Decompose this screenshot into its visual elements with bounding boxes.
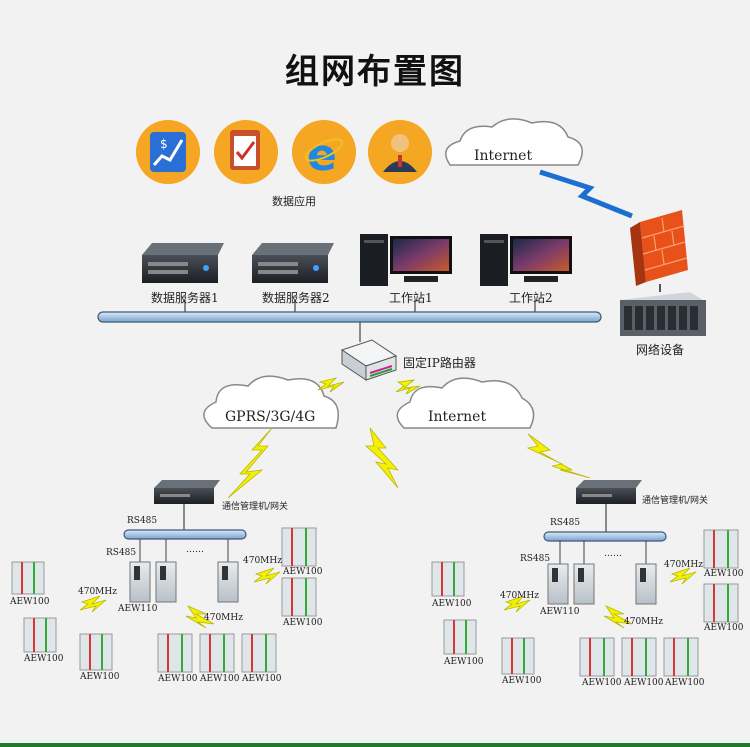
- server1-icon: [142, 243, 224, 283]
- router-icon: [340, 339, 398, 381]
- left-470mhz-right: 470MHz: [243, 556, 282, 566]
- workstation2-icon: [480, 234, 572, 286]
- right-gateway-label: 通信管理机/网关: [642, 496, 709, 506]
- right-aew110-label: AEW110: [540, 607, 580, 617]
- person-icon: [368, 120, 432, 184]
- server2-label: 数据服务器2: [262, 291, 330, 305]
- internet-cloud-mid: [396, 377, 535, 429]
- checklist-icon: [214, 120, 278, 184]
- left-aew110-label: AEW110: [118, 604, 158, 614]
- right-aew100-label-3: AEW100: [502, 676, 542, 686]
- right-aew100-label-7: AEW100: [704, 569, 744, 579]
- left-470mhz-left: 470MHz: [78, 587, 117, 597]
- right-aew100-label-6: AEW100: [665, 678, 705, 688]
- left-aew110-devices: [129, 561, 239, 603]
- right-bus-drops: [559, 541, 647, 564]
- left-bus-drops: [139, 539, 229, 562]
- workstation1-icon: [360, 234, 452, 286]
- right-470mhz-right: 470MHz: [664, 560, 703, 570]
- lightning-bolts: [79, 377, 697, 629]
- workstation1-label: 工作站1: [389, 291, 433, 305]
- server2-icon: [252, 243, 334, 283]
- left-bus: [123, 529, 247, 540]
- left-aew100-label-5: AEW100: [200, 674, 240, 684]
- left-aew100-label-1: AEW100: [10, 597, 50, 607]
- network-device-icon: [620, 292, 706, 336]
- internet-cloud-top: [445, 118, 583, 166]
- right-aew110-devices: [547, 563, 657, 605]
- left-gateway-label: 通信管理机/网关: [222, 502, 289, 512]
- bus-drops: [184, 300, 536, 342]
- left-aew100-label-8: AEW100: [283, 618, 323, 628]
- server1-label: 数据服务器1: [151, 291, 219, 305]
- right-470mhz-left: 470MHz: [500, 591, 539, 601]
- right-470mhz-mid: 470MHz: [624, 617, 663, 627]
- svg-text:$: $: [160, 137, 168, 151]
- main-bus: [97, 311, 602, 323]
- left-aew100-label-2: AEW100: [24, 654, 64, 664]
- right-aew100-label-4: AEW100: [582, 678, 622, 688]
- link-lightning-top: [539, 169, 633, 219]
- left-gateway-icon: [154, 480, 220, 504]
- right-dots: ……: [604, 549, 622, 559]
- left-aew100-label-3: AEW100: [80, 672, 120, 682]
- right-aew100-label-2: AEW100: [444, 657, 484, 667]
- internet-cloud-top-label: Internet: [474, 148, 533, 164]
- network-device-label: 网络设备: [636, 343, 685, 357]
- gprs-cloud-label: GPRS/3G/4G: [225, 409, 316, 425]
- right-aew100-label-5: AEW100: [624, 678, 664, 688]
- left-rs485-top: RS485: [127, 516, 158, 526]
- left-470mhz-mid: 470MHz: [204, 613, 243, 623]
- bottom-accent-bar: [0, 743, 750, 747]
- right-rs485-left: RS485: [520, 554, 551, 564]
- workstation2-label: 工作站2: [509, 291, 553, 305]
- firewall-icon: [630, 210, 688, 286]
- left-aew100-label-7: AEW100: [283, 567, 323, 577]
- internet-cloud-mid-label: Internet: [428, 409, 487, 425]
- right-aew100-label-8: AEW100: [704, 623, 744, 633]
- gprs-cloud: [203, 375, 339, 429]
- left-rs485-left: RS485: [106, 548, 137, 558]
- left-aew100-label-4: AEW100: [158, 674, 198, 684]
- right-gateway-icon: [576, 480, 642, 504]
- stock-chart-icon: $: [136, 120, 200, 184]
- page-title: 组网布置图: [285, 52, 465, 92]
- right-aew100-label-1: AEW100: [432, 599, 472, 609]
- left-aew100-label-6: AEW100: [242, 674, 282, 684]
- left-dots: ……: [186, 545, 204, 555]
- browser-e-icon: e: [292, 120, 356, 184]
- right-bus: [543, 531, 667, 542]
- right-rs485-top: RS485: [550, 518, 581, 528]
- left-aew100-sensors: [11, 527, 317, 673]
- right-aew100-sensors: [431, 529, 739, 677]
- router-label: 固定IP路由器: [403, 356, 476, 370]
- data-apps-label: 数据应用: [272, 195, 316, 208]
- svg-text:e: e: [307, 130, 337, 181]
